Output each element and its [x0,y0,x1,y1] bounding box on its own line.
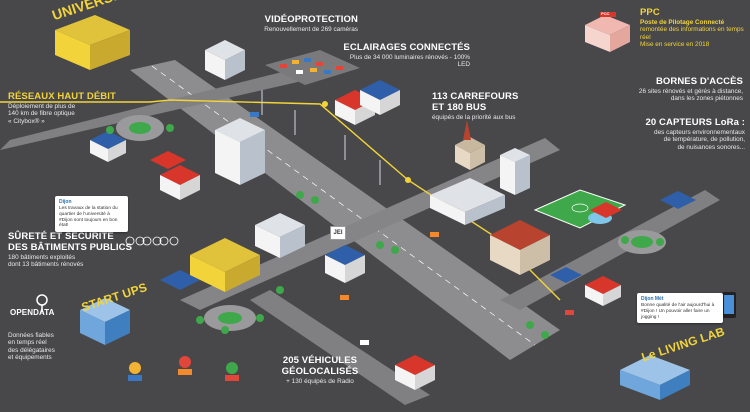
surete-desc-2: dont 13 bâtiments rénovés [8,261,84,269]
living-lab-building [620,355,690,400]
roundabout-right [618,230,666,254]
bornes-label: BORNES D'ACCÈS 26 sites rénovés et gérés… [565,76,743,103]
warehouse [430,178,505,225]
reseaux-desc-2: 140 km de fibre optique [8,110,75,118]
eclairage-desc: Plus de 34 000 luminaires rénovés - 100%… [349,53,470,69]
fiber-node [405,177,411,183]
street-lamps [261,90,381,185]
opendata-title: OPENDATA [10,308,55,317]
tweet-card-right: Dijon Mét Bonne qualité de l'air aujourd… [637,293,723,324]
reseaux-label: RÉSEAUX HAUT DÉBIT Déploiement de plus d… [8,91,128,125]
office-tower [215,118,265,185]
ppc-sign: PCC [601,11,610,16]
office-tower [500,148,530,195]
jei-sign: JEI [330,226,346,240]
avenue-centerline [151,65,536,346]
carrefours-title-1: 113 CARREFOURS [432,91,519,102]
videoprotection-desc: Renouvellement de 269 caméras [264,25,358,33]
capteurs-desc-1: des capteurs environnementaux [654,128,745,136]
ppc-subtitle: Poste de Pilotage Connecté [640,18,725,26]
bike-rack [125,236,179,246]
house-red-roof [585,276,621,306]
eclairage-label: ECLAIRAGES CONNECTÉS Plus de 34 000 lumi… [340,42,470,69]
house-blue-roof [360,80,400,115]
opendata-desc: Données fiables en temps réel des déléga… [8,332,88,361]
vehicles [250,112,574,345]
opendata-desc-3: des délégataires [8,346,55,354]
opendata-desc-2: en temps réel [8,339,47,347]
vehicules-title-2: GÉOLOCALISÉS [281,365,359,377]
tweet-card-left: Dijon Les travaux de la station du quart… [55,196,128,232]
videoprotection-title: VIDÉOPROTECTION [264,14,358,25]
tweet-left-handle: Dijon [59,199,72,205]
eclairage-title: ECLAIRAGES CONNECTÉS [343,42,470,53]
open-data-icon [36,294,48,312]
house-red-roof [150,151,186,169]
house-blue-roof [325,245,365,283]
surete-title-1: SÛRETÉ ET SÉCURITÉ [8,231,114,242]
bornes-title: BORNES D'ACCÈS [655,76,743,87]
opendata-desc-1: Données fiables [8,332,54,339]
church [455,120,485,170]
trees [106,124,664,339]
house-red-roof [160,165,200,200]
vehicules-title-1: 205 VÉHICULES [282,355,358,366]
capteurs-desc-3: de nuisances sonores... [677,143,746,151]
vehicules-label: 205 VÉHICULES GÉOLOCALISÉS + 130 équipés… [265,355,375,385]
reseaux-desc-3: « Citybox® » [8,117,45,125]
house-blue-roof [90,131,126,162]
surete-desc-1: 180 bâtiments exploités [8,253,76,261]
carrefours-label: 113 CARREFOURS ET 180 BUS équipés de la … [432,91,542,121]
ppc-label: PPC Poste de Pilotage Connecté remontée … [640,7,748,48]
house-blue-roof [550,267,582,283]
carrefours-title-2: ET 180 BUS [432,101,487,113]
capteurs-desc-2: de température, de pollution, [663,136,745,144]
reseaux-title: RÉSEAUX HAUT DÉBIT [8,91,116,102]
bornes-desc-1: 26 sites rénovés et gérés à distance, [638,87,743,95]
carrefours-desc: équipés de la priorité aux bus [432,113,516,121]
house-red-roof [395,355,435,390]
office-block [255,213,305,258]
upper-cross-road [0,60,350,150]
capteurs-label: 20 CAPTEURS LoRa : des capteurs environn… [600,117,746,151]
lower-road [250,290,430,405]
right-road [500,190,720,310]
videoprotection-label: VIDÉOPROTECTION Renouvellement de 269 ca… [240,14,358,33]
ppc-building [585,12,630,52]
capteurs-title: 20 CAPTEURS LoRa : [645,117,745,128]
roundabout-bottom-left [204,305,256,331]
surete-label: SÛRETÉ ET SÉCURITÉ DES BÂTIMENTS PUBLICS… [8,231,148,269]
roundabout-left [116,115,164,141]
house-blue-roof [660,191,696,209]
ppc-date: Mise en service en 2018 [640,41,710,48]
office-block [205,40,245,80]
opendata-title-2: DATA [33,308,55,317]
opendata-title-1: OPEN [10,308,34,317]
public-building [190,238,260,292]
sports-field [533,189,627,229]
tweet-left-text: Les travaux de la station du quartier de… [59,206,118,229]
reseaux-desc-1: Déploiement de plus de [8,102,76,110]
smartphone [722,292,736,318]
ppc-desc: remontée des informations en temps réel [640,26,744,41]
startup-building [80,298,130,345]
parking-lot [265,50,360,85]
fiber-node [322,101,328,107]
bornes-desc-2: dans les zones piétonnes [670,95,743,103]
tweet-right-text: Bonne qualité de l'air aujourd'hui à #Di… [641,303,715,320]
surete-title-2: DES BÂTIMENTS PUBLICS [8,241,133,253]
tweet-right-handle: Dijon Mét [641,296,664,302]
opendata-desc-4: et équipements [8,354,52,362]
startup-avatars [128,356,239,381]
university-building [55,15,130,70]
house-red-roof [590,202,622,218]
vehicules-desc: + 130 équipés de Radio [286,377,354,385]
ppc-title: PPC [640,7,660,18]
brick-building [490,220,550,275]
